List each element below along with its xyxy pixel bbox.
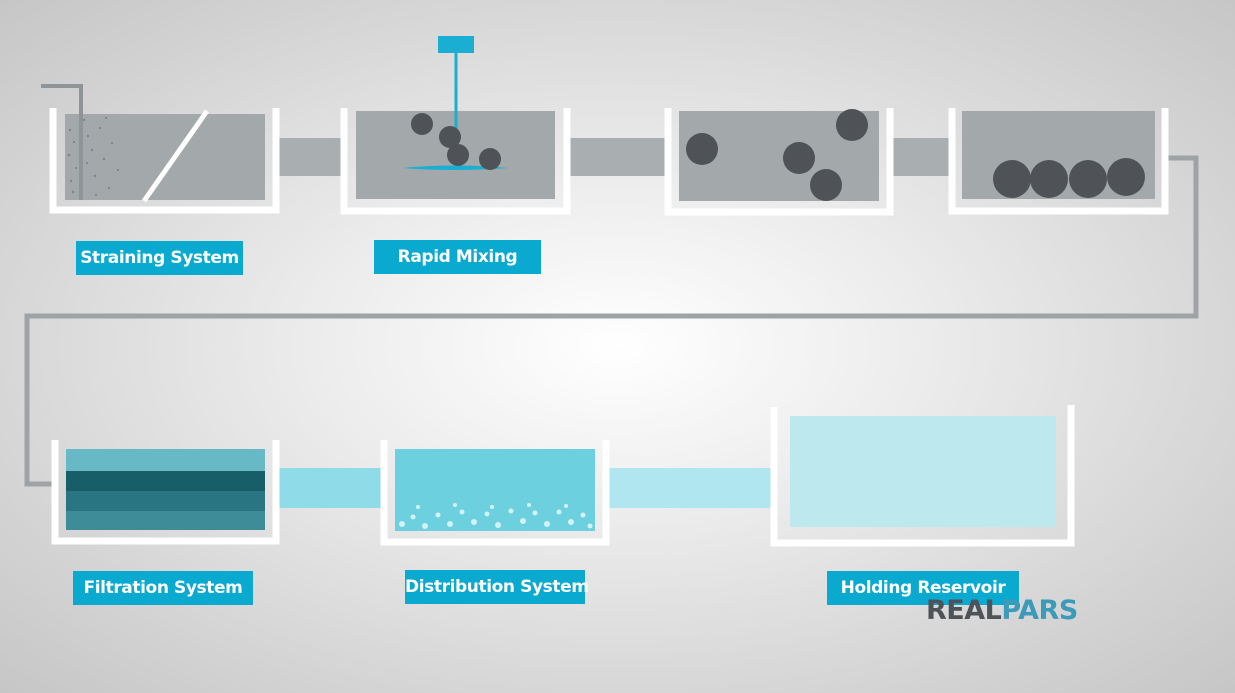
- mixer-blade: [402, 165, 508, 170]
- logo-part1: REAL: [926, 595, 1002, 626]
- label-holding-reservoir: Holding Reservoir: [827, 571, 1019, 605]
- floc-particle: [411, 113, 433, 135]
- floc-particle: [783, 142, 815, 174]
- floc-particle: [447, 144, 469, 166]
- floc-particle: [1107, 158, 1145, 196]
- distribution-tank: [380, 440, 610, 546]
- holding-reservoir-tank: [770, 405, 1075, 547]
- mixer-motor: [438, 36, 474, 53]
- pipe-4: [279, 468, 381, 508]
- label-rapid-mixing: Rapid Mixing: [374, 240, 541, 274]
- logo-part2: PARS: [1001, 595, 1078, 626]
- straining-tank: [41, 84, 280, 214]
- filter-layer-water: [66, 449, 265, 471]
- label-straining-system: Straining System: [76, 241, 243, 275]
- floc-particle: [1030, 160, 1068, 198]
- coagulation-tank: [664, 108, 894, 216]
- filter-layer-bottom: [66, 511, 265, 530]
- floc-particle: [1069, 160, 1107, 198]
- filter-layer-top: [66, 471, 265, 491]
- label-distribution-system: Distribution System: [405, 570, 589, 604]
- return-line: [24, 155, 1199, 487]
- floc-particle: [993, 160, 1031, 198]
- floc-particle: [836, 109, 868, 141]
- bubbles: [399, 503, 593, 529]
- pipe-1: [278, 138, 342, 176]
- sedimentation-tank: [948, 108, 1169, 215]
- inlet-pipe: [41, 84, 83, 200]
- floc-particle: [439, 126, 461, 148]
- label-filtration-system: Filtration System: [73, 571, 253, 605]
- realpars-logo: REALPARS: [926, 594, 1078, 628]
- filter-layer-middle: [66, 491, 265, 511]
- filtration-tank: [51, 440, 280, 545]
- floc-particle: [810, 169, 842, 201]
- pipe-2: [570, 138, 666, 176]
- floc-particle: [686, 133, 718, 165]
- pipe-5: [608, 468, 772, 508]
- debris: [67, 116, 120, 197]
- floc-particle: [479, 148, 501, 170]
- pipe-3: [893, 138, 949, 176]
- screen: [141, 109, 210, 203]
- rapid-mixing-tank: [340, 36, 571, 215]
